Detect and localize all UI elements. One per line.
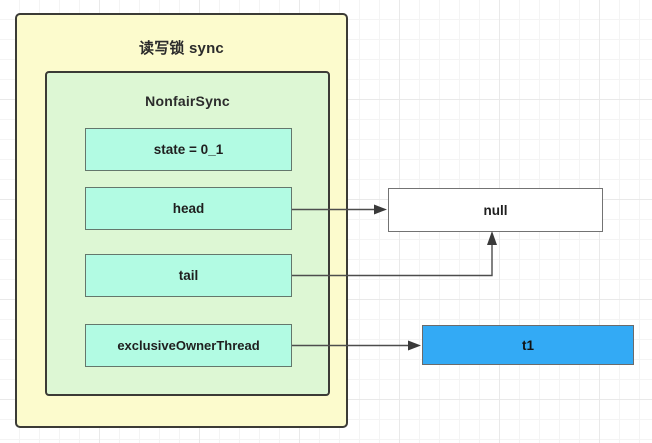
node-thread-t1: t1 [422,325,634,365]
sync-container-title: 读写锁 sync [139,40,224,57]
field-head: head [85,187,292,230]
field-state: state = 0_1 [85,128,292,171]
nonfairsync-title: NonfairSync [145,93,230,109]
node-null: null [388,188,603,232]
field-tail: tail [85,254,292,297]
field-exclusive-owner-thread: exclusiveOwnerThread [85,324,292,367]
